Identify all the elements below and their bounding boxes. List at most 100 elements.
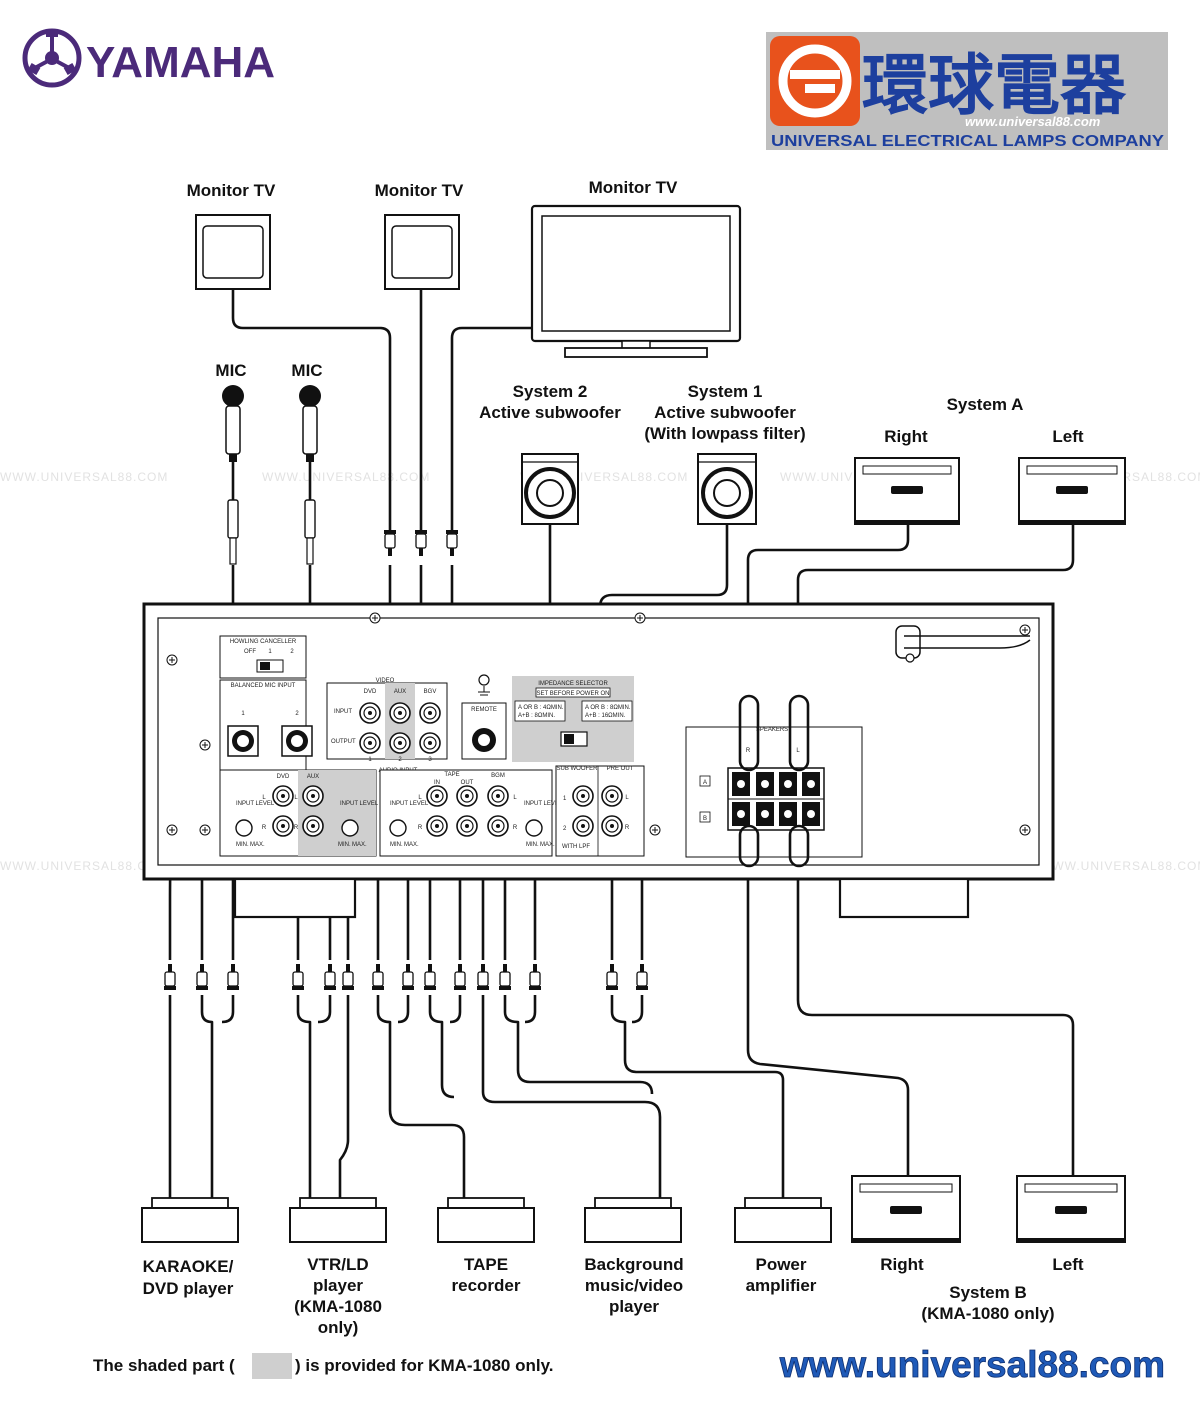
speaker-b-label: B	[703, 816, 707, 822]
video-output-3-jack[interactable]	[419, 732, 441, 754]
rca-plug	[163, 963, 177, 991]
subwoofer-1-number: 1	[563, 796, 567, 802]
dvd-audio-r-jack[interactable]	[272, 815, 294, 837]
subwoofer-1-label-line3: (With lowpass filter)	[644, 424, 805, 443]
aux-audio-r-jack[interactable]	[302, 815, 324, 837]
aux-min-label: MIN.	[338, 842, 351, 848]
rca-plug	[635, 963, 649, 991]
cable-dvd-audio-down	[200, 995, 214, 1205]
rca-plug	[291, 963, 305, 991]
remote-label: REMOTE	[471, 707, 497, 713]
tape-label-line2: recorder	[452, 1276, 521, 1295]
system-a-left-speaker	[1018, 457, 1126, 525]
bgm-l-jack[interactable]	[487, 785, 509, 807]
karaoke-label-line1: KARAOKE/	[143, 1257, 234, 1276]
system-b-right-label: Right	[880, 1255, 924, 1274]
tape-out-l-jack[interactable]	[456, 785, 478, 807]
system-a-left-label: Left	[1052, 427, 1084, 446]
preout-l-jack[interactable]	[601, 785, 623, 807]
bgm-input-level-label: INPUT LEVEL	[524, 801, 563, 807]
sub-woofer-label: SUB WOOFER	[556, 766, 598, 772]
rca-plug	[605, 963, 619, 991]
dvd-audio-l-jack[interactable]	[272, 785, 294, 807]
imp-left-line2: A+B : 8ΩMIN.	[518, 713, 555, 719]
system-b-left-label: Left	[1052, 1255, 1084, 1274]
tape-out-label: OUT	[461, 780, 474, 786]
rca-plug-monitor-2	[414, 529, 428, 557]
video-section: VIDEO DVD AUX BGV INPUT OUTPUT 1 2 3	[326, 678, 448, 763]
cable-tape-out-down	[428, 995, 455, 1099]
vtr-ld-player	[289, 1197, 387, 1243]
impedance-selector-label: IMPEDANCE SELECTOR	[538, 681, 608, 687]
vtr-label-line2: player	[313, 1276, 363, 1295]
video-bgv-label: BGV	[424, 689, 437, 695]
cable-system-b-right	[746, 865, 910, 1178]
dvd-input-level-knob[interactable]	[235, 819, 253, 837]
tape-in-l-jack[interactable]	[426, 785, 448, 807]
bgm-r-jack[interactable]	[487, 815, 509, 837]
aux-max-label: MAX.	[352, 842, 367, 848]
video-output-label: OUTPUT	[331, 739, 356, 745]
website-url[interactable]: www.universal88.com	[778, 1344, 1165, 1386]
company-emblem-icon	[770, 36, 860, 126]
video-input-bgv-jack[interactable]	[419, 702, 441, 724]
howling-pos1-label: 1	[268, 649, 272, 655]
bgm-input-level-knob[interactable]	[525, 819, 543, 837]
imp-left-line1: A OR B : 4ΩMIN.	[518, 705, 564, 711]
vtr-label-line4: only)	[318, 1318, 359, 1337]
video-output-2-jack[interactable]	[389, 732, 411, 754]
video-input-aux-jack[interactable]	[389, 702, 411, 724]
subwoofer-2-number: 2	[563, 826, 567, 832]
subwoofer-1-label-line1: System 1	[688, 382, 763, 401]
monitor-tv-1-label: Monitor TV	[187, 181, 276, 200]
video-input-label: INPUT	[334, 709, 352, 715]
howling-pos2-label: 2	[290, 649, 294, 655]
rca-plug	[323, 963, 337, 991]
rca-plug	[341, 963, 355, 991]
cable-monitor-3	[450, 326, 532, 530]
company-url-small: www.universal88.com	[965, 114, 1101, 129]
screw	[649, 824, 661, 836]
monitor-tv-3-label: Monitor TV	[589, 178, 678, 197]
dvd-max-label: MAX.	[250, 842, 265, 848]
screw	[199, 739, 211, 751]
dvd-input-level-label: INPUT LEVEL	[236, 801, 275, 807]
mic-1	[222, 385, 244, 462]
monitor-tv-1	[195, 214, 271, 290]
video-output-1-jack[interactable]	[359, 732, 381, 754]
bgm-r-label: R	[513, 825, 518, 831]
video-output-3-number: 3	[428, 757, 432, 763]
subwoofer-2-label-line1: System 2	[513, 382, 588, 401]
cable-tape-in-down	[376, 995, 466, 1205]
subwoofer-1-jack[interactable]	[572, 785, 594, 807]
tape-input-level-label: INPUT LEVEL	[390, 801, 429, 807]
tape-out-r-jack[interactable]	[456, 815, 478, 837]
karaoke-label-line2: DVD player	[143, 1279, 234, 1298]
shaded-note-after: ) is provided for KMA-1080 only.	[295, 1356, 554, 1375]
watermark: WWW.UNIVERSAL88.COM	[0, 859, 168, 873]
cable-vtr-audio-down	[296, 995, 312, 1205]
impedance-selector: IMPEDANCE SELECTOR SET BEFORE POWER ON A…	[512, 676, 634, 762]
video-input-dvd-jack[interactable]	[359, 702, 381, 724]
aux-input-level-knob[interactable]	[341, 819, 359, 837]
video-label: VIDEO	[376, 678, 395, 684]
rca-plug	[195, 963, 209, 991]
system-b-right-speaker	[851, 1175, 961, 1243]
subwoofer-2-jack[interactable]	[572, 815, 594, 837]
aux-input-level-label: INPUT LEVEL	[340, 801, 379, 807]
tape-in-r-jack[interactable]	[426, 815, 448, 837]
set-before-power-label: SET BEFORE POWER ON	[537, 691, 610, 697]
system-b-left-speaker	[1016, 1175, 1126, 1243]
remote-jack[interactable]	[472, 728, 496, 752]
vtr-label-line3: (KMA-1080	[294, 1297, 382, 1316]
watermark: WWW.UNIVERSAL88.COM	[262, 470, 430, 484]
system-a-right-label: Right	[884, 427, 928, 446]
rca-plug	[423, 963, 437, 991]
system-a-label: System A	[947, 395, 1024, 414]
bgm-max-label: MAX.	[540, 842, 555, 848]
tape-input-level-knob[interactable]	[389, 819, 407, 837]
system-b-label-line1: System B	[949, 1283, 1026, 1302]
aux-audio-l-jack[interactable]	[302, 785, 324, 807]
subwoofer-1	[697, 453, 757, 525]
preout-r-jack[interactable]	[601, 815, 623, 837]
